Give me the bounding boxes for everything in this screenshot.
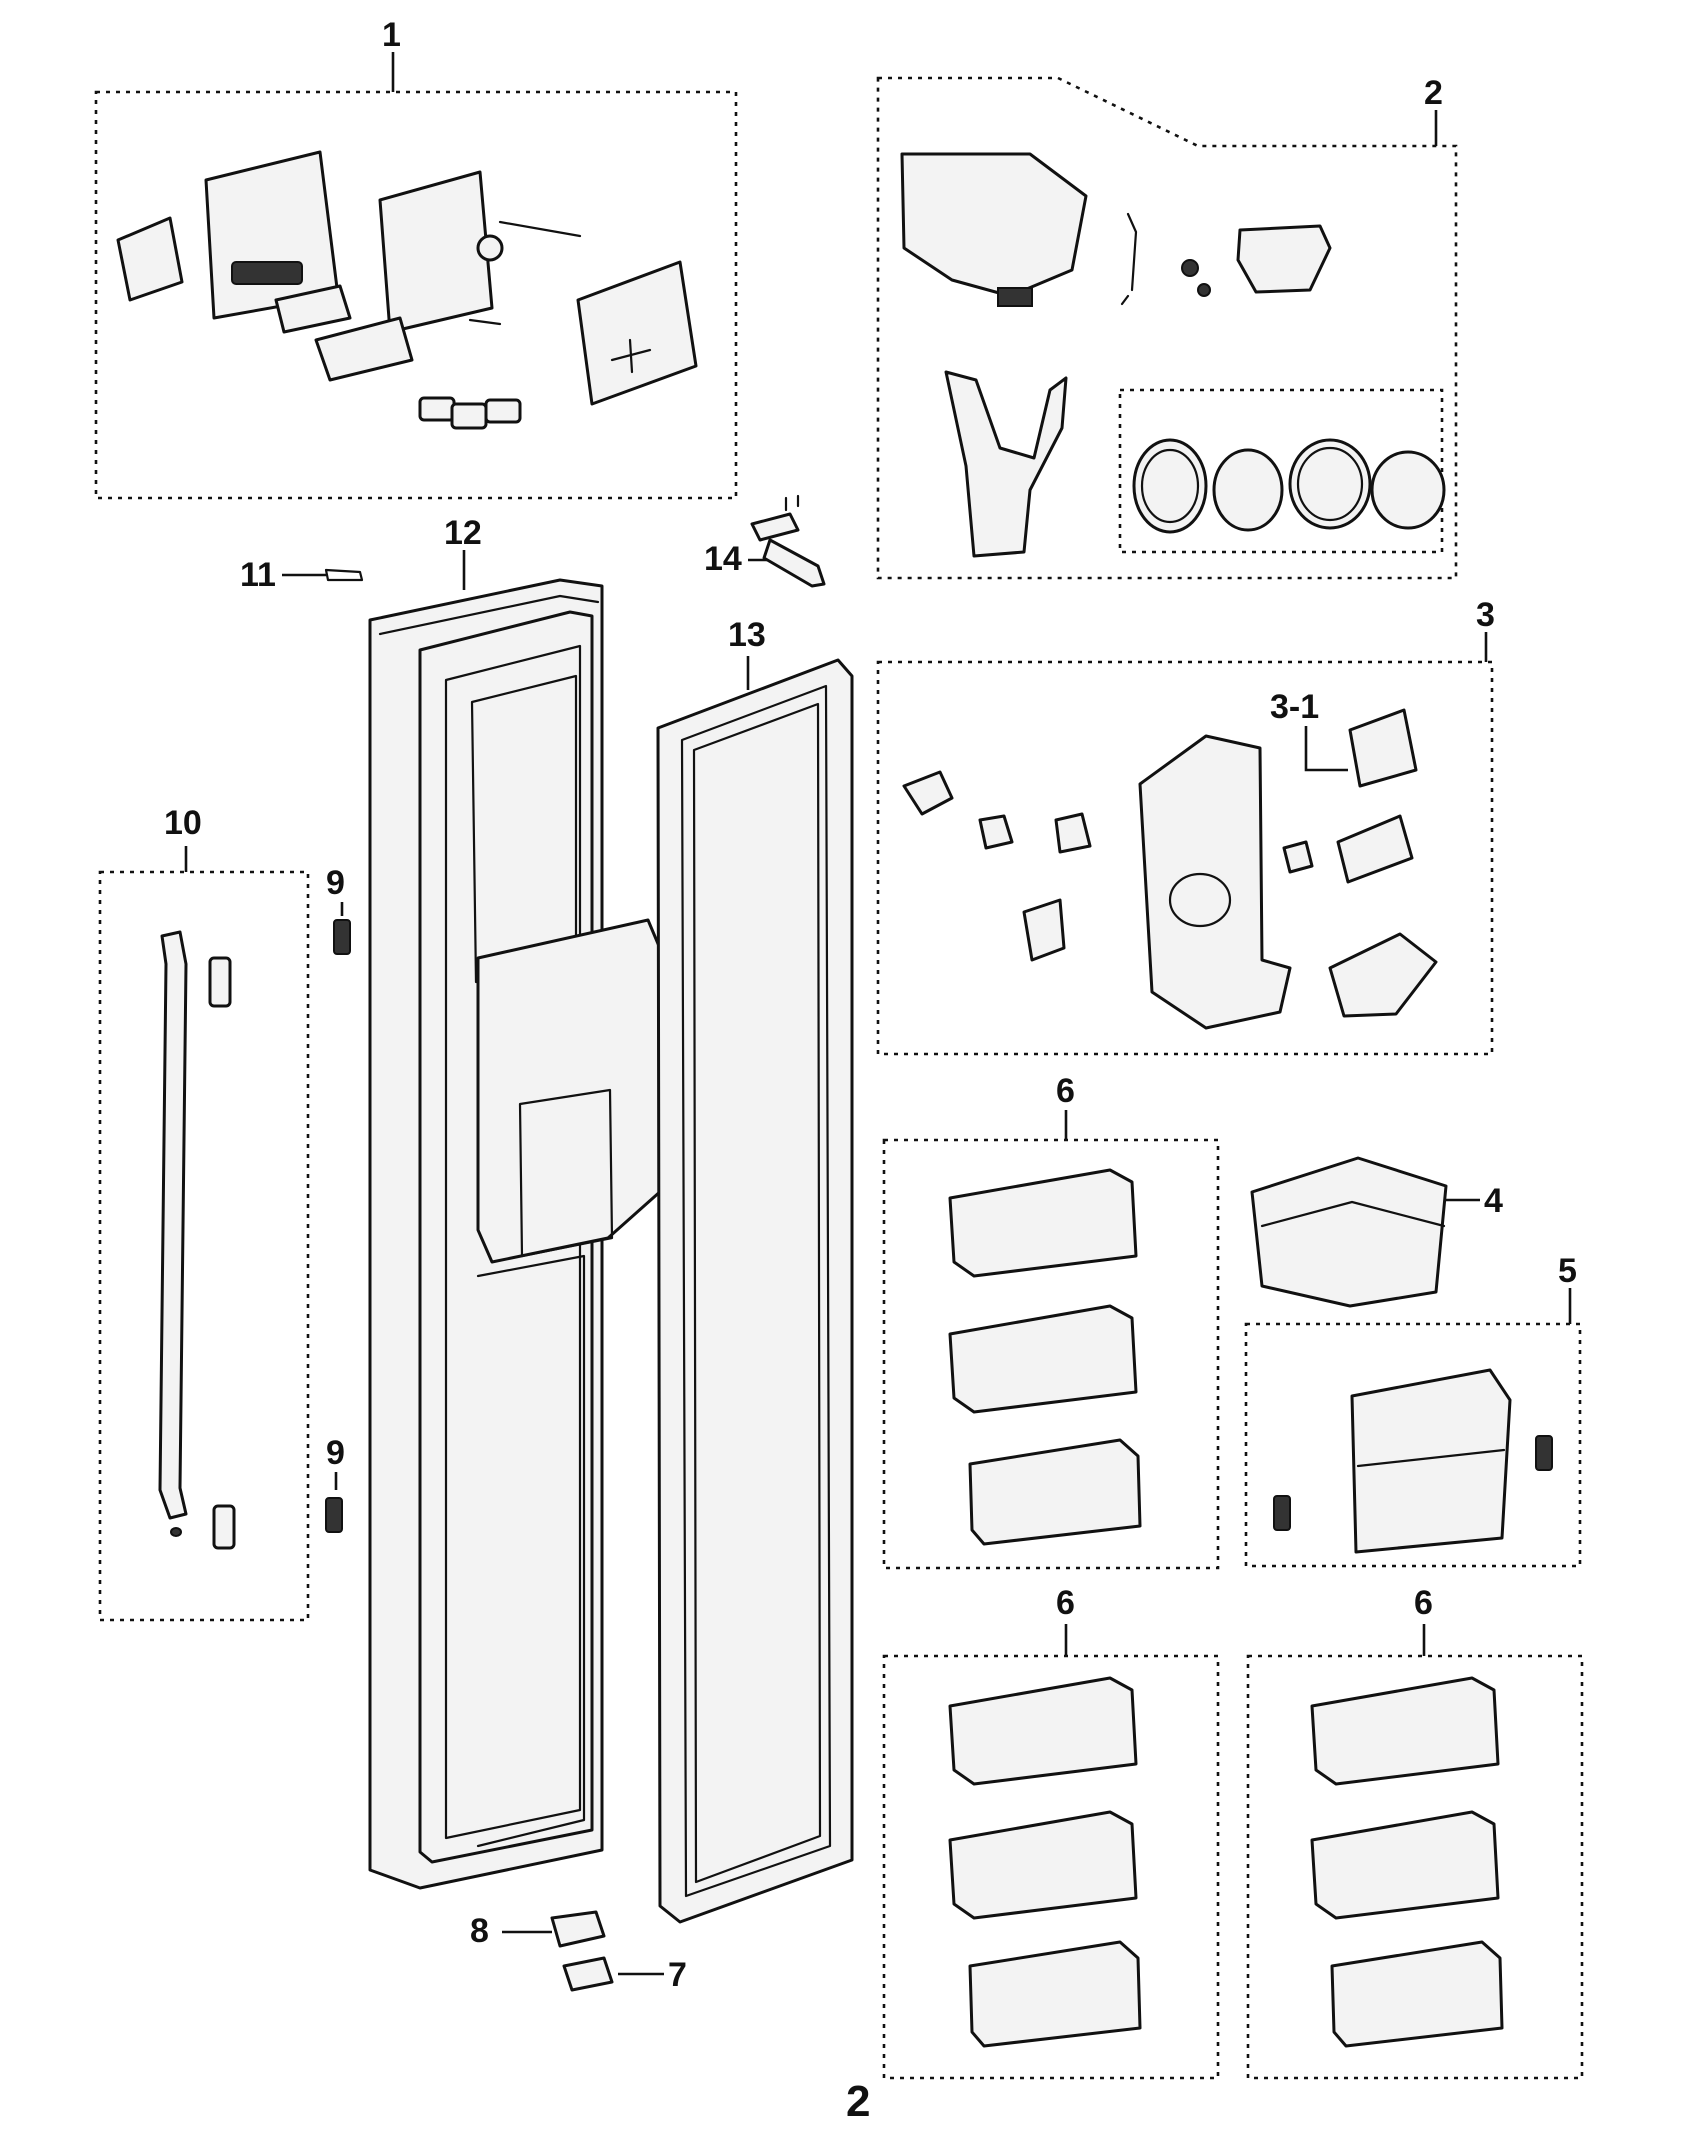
- callout-6-upper: 6: [1056, 1072, 1075, 1110]
- group-1-dispenser-panel-assembly: 1: [94, 16, 738, 500]
- group-10-handle-assembly: 10: [98, 804, 310, 1622]
- callout-14: 14: [704, 540, 742, 578]
- group-2-ice-chute-assembly: 2: [876, 74, 1458, 580]
- group-1-dashed-box: [94, 90, 738, 500]
- callout-4: 4: [1484, 1182, 1503, 1220]
- callout-3-1: 3-1: [1270, 688, 1319, 726]
- part-13-gasket: 13: [656, 616, 854, 1924]
- callout-8: 8: [470, 1912, 489, 1950]
- group-5-dashed-box: [1244, 1322, 1582, 1568]
- callout-12: 12: [444, 514, 482, 552]
- callout-7: 7: [668, 1956, 687, 1994]
- callout-9-upper: 9: [326, 864, 345, 902]
- part-8-hinge-cover: 8: [470, 1910, 606, 1950]
- callout-9-lower: 9: [326, 1434, 345, 1472]
- callout-13: 13: [728, 616, 766, 654]
- callout-2: 2: [1424, 74, 1443, 112]
- callout-10: 10: [164, 804, 202, 842]
- group-6-lower-right-dashed-box: [1246, 1654, 1584, 2080]
- callout-6-lower-left: 6: [1056, 1584, 1075, 1622]
- part-9-lower-screw: 9: [325, 1434, 345, 1533]
- group-2-seal-subgroup-box: [1118, 388, 1444, 554]
- group-6-door-bins-lower-right: 6: [1246, 1584, 1584, 2080]
- callout-3: 3: [1476, 596, 1495, 634]
- part-12-door: 12: [368, 514, 666, 1890]
- group-2-dashed-box: [876, 76, 1458, 580]
- page-number: 2: [846, 2077, 870, 2126]
- part-11-screw: 11: [240, 556, 364, 594]
- group-6-door-bins-upper: 6: [882, 1072, 1220, 1570]
- callout-1: 1: [382, 16, 401, 54]
- group-3-dispenser-mechanism: 3 3-1: [876, 596, 1495, 1056]
- callout-5: 5: [1558, 1252, 1577, 1290]
- group-6-upper-dashed-box: [882, 1138, 1220, 1570]
- group-5-container: 5: [1244, 1252, 1582, 1568]
- part-9-upper-screw: 9: [326, 864, 351, 955]
- callout-6-lower-right: 6: [1414, 1584, 1433, 1622]
- part-7-hinge-cap: 7: [562, 1956, 687, 1994]
- group-6-door-bins-lower-left: 6: [882, 1584, 1220, 2080]
- group-3-dashed-box: [876, 660, 1494, 1056]
- group-6-lower-left-dashed-box: [882, 1654, 1220, 2080]
- group-10-dashed-box: [98, 870, 310, 1622]
- part-4-bin-cover: 4: [1250, 1156, 1503, 1308]
- part-14-hinge: 14: [704, 494, 826, 588]
- callout-11: 11: [240, 556, 276, 594]
